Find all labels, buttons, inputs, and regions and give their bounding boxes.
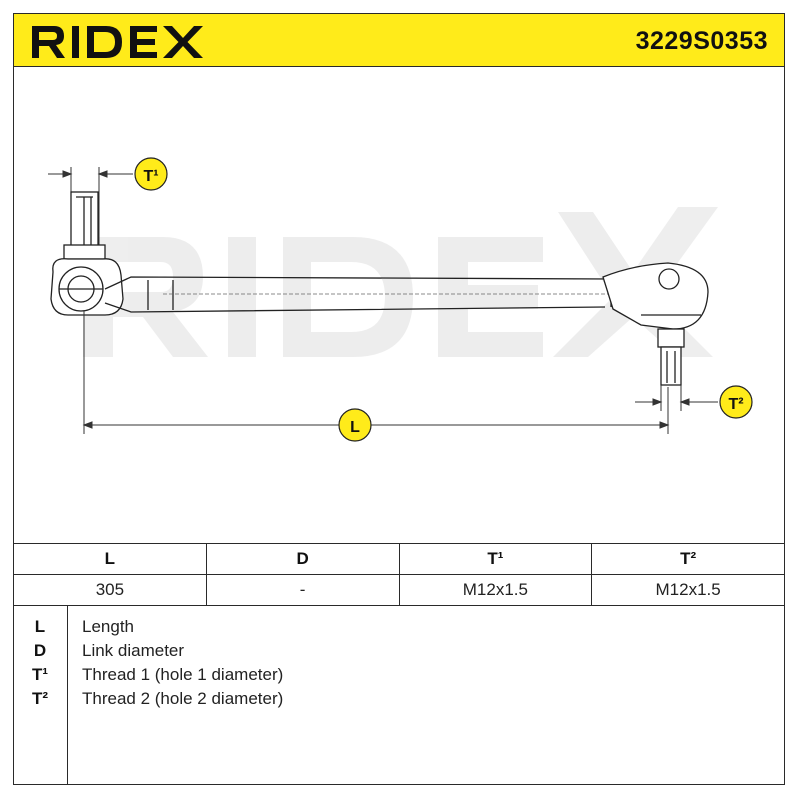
technical-drawing: T¹ (48, 157, 753, 442)
legend-key: L (34, 617, 46, 636)
value-t1: M12x1.5 (398, 574, 593, 606)
header-bar: 3229S0353 (13, 13, 785, 67)
header-t2: T² (591, 543, 785, 575)
legend-key: T² (31, 689, 49, 708)
part-number: 3229S0353 (635, 27, 768, 55)
callout-t2: T² (719, 385, 753, 419)
legend: L Length D Link diameter T¹ Thread 1 (ho… (13, 605, 785, 785)
length-dimension (82, 311, 670, 434)
ridex-logo (32, 26, 203, 58)
t2-dimension (635, 385, 718, 411)
legend-divider (67, 605, 68, 785)
header-t1: T¹ (398, 543, 593, 575)
callout-t2-label: T² (728, 396, 743, 413)
value-t2: M12x1.5 (591, 574, 785, 606)
value-d: - (205, 574, 400, 606)
header-d: D (205, 543, 400, 575)
legend-desc: Thread 2 (hole 2 diameter) (82, 689, 284, 708)
header-l: L (13, 543, 207, 575)
legend-desc: Link diameter (82, 641, 185, 660)
legend-desc: Thread 1 (hole 1 diameter) (82, 665, 284, 684)
left-ball-joint (50, 191, 124, 316)
callout-t1: T¹ (134, 157, 168, 191)
callout-t1-label: T¹ (143, 168, 158, 185)
callout-l-label: L (350, 419, 360, 436)
specs-table: L D T¹ T² 305 - M12x1.5 M12x1.5 (13, 543, 785, 606)
legend-desc: Length (82, 617, 134, 636)
specs-header-row: L D T¹ T² (13, 543, 785, 575)
callout-l: L (338, 408, 372, 442)
right-ball-joint (602, 262, 709, 386)
stabilizer-rod (104, 276, 614, 313)
watermark-logo (83, 207, 718, 357)
value-l: 305 (13, 574, 207, 606)
legend-key: T¹ (31, 665, 49, 684)
legend-key: D (33, 641, 47, 660)
specs-value-row: 305 - M12x1.5 M12x1.5 (13, 574, 785, 606)
